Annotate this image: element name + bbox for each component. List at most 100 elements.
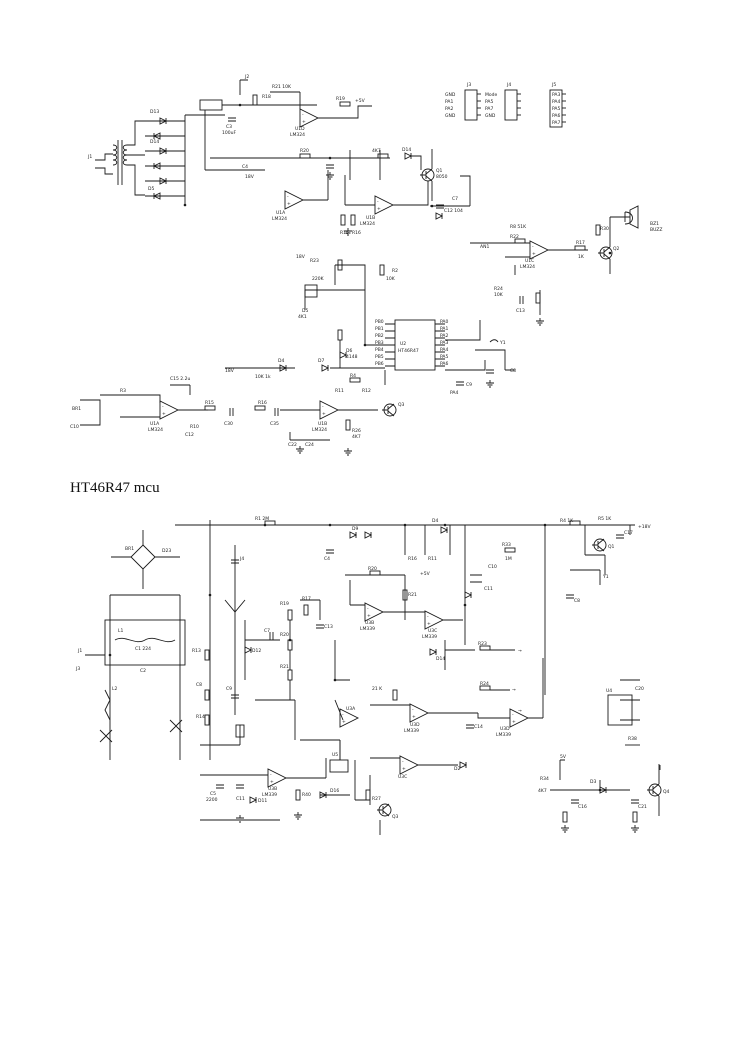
resistor (402, 589, 408, 601)
capacitor (436, 204, 444, 209)
resistor (514, 238, 526, 244)
junction-dot (543, 523, 547, 527)
mcu-pin-label: PA3 (440, 340, 449, 346)
label: R15 (340, 230, 349, 236)
wire (440, 524, 451, 555)
label: C35 (270, 421, 279, 427)
diode (364, 531, 373, 539)
label: 18V (296, 254, 306, 260)
diode (321, 364, 330, 372)
label: R11 (428, 556, 437, 562)
resistor (339, 101, 351, 107)
op-amp-pin: + (532, 251, 536, 257)
resistor (337, 329, 343, 341)
label: Y1 (499, 340, 506, 346)
connector-pin-label: PA4 (552, 99, 561, 105)
label: D14 (436, 656, 445, 662)
connector-j4 (504, 89, 518, 121)
buzzer-symbol (625, 205, 639, 229)
connector-pin-label: PA7 (485, 106, 494, 112)
label: BUZZ (650, 227, 662, 233)
switch-symbol (169, 719, 183, 733)
label: BR1 (72, 406, 81, 412)
op-amp-pin: + (162, 411, 166, 417)
label: R16 (258, 400, 267, 406)
resistor (287, 609, 293, 621)
label: R3 (120, 388, 126, 394)
wire (100, 394, 208, 418)
coil (114, 637, 176, 643)
op-amp (267, 768, 288, 788)
label: LM324 (290, 132, 305, 138)
wire (200, 758, 327, 779)
wire (610, 524, 631, 535)
connector-pin-label: PA5 (485, 99, 494, 105)
capacitor (269, 632, 274, 640)
capacitor (326, 164, 334, 169)
resistor (504, 547, 516, 553)
transistor-leads (647, 783, 660, 797)
mcu-pin-label: PB4 (375, 347, 384, 353)
label: R16 (408, 556, 417, 562)
wire (80, 399, 101, 426)
capacitor (571, 799, 579, 804)
wire (111, 530, 180, 589)
wire (209, 520, 236, 760)
wire (300, 599, 321, 620)
label: J3 (75, 666, 80, 672)
label: BZ1 (650, 221, 659, 227)
label: R40 (302, 792, 311, 798)
label: R23 (310, 258, 319, 264)
capacitor (229, 408, 234, 416)
label: R4 1K (560, 518, 574, 524)
label: 4K1 (298, 314, 307, 320)
capacitor (466, 724, 474, 729)
ic-block (329, 759, 349, 773)
label: U1A (150, 421, 160, 427)
label: C7 (452, 196, 458, 202)
label: C11 (484, 586, 493, 592)
op-amp-pin: + (322, 411, 326, 417)
resistor (204, 714, 210, 726)
label: 1M (505, 556, 512, 562)
label: C9 (226, 686, 232, 692)
wire (255, 699, 296, 740)
label: D9 (352, 526, 358, 532)
label: C13 (516, 308, 525, 314)
label: LM324 (520, 264, 535, 270)
resistor (392, 689, 398, 701)
resistor (254, 405, 266, 411)
label: D4 (432, 518, 438, 524)
wire (514, 265, 541, 315)
resistor (350, 214, 356, 226)
label: R19 (280, 601, 289, 607)
label: R17 (576, 240, 585, 246)
diode (459, 761, 468, 769)
label: C5 (210, 791, 216, 797)
junction-dot (443, 523, 447, 527)
label: J1 (87, 154, 92, 160)
mcu-pin-label: PA6 (440, 361, 449, 367)
junction-dot (238, 103, 242, 107)
op-amp-pin: - (302, 113, 304, 118)
wire (349, 580, 463, 621)
junction-dot (328, 156, 332, 160)
transformer-core (117, 140, 123, 185)
wire (95, 153, 113, 175)
label: R24 (480, 681, 489, 687)
label: LM324 (312, 427, 327, 433)
label: C24 (305, 442, 314, 448)
label: R27 (372, 796, 381, 802)
capacitor (326, 549, 334, 554)
label: R26 (352, 428, 361, 434)
label: +5V (355, 98, 366, 104)
op-amp-pin: - (287, 195, 289, 200)
capacitor (228, 117, 236, 122)
junction-dot (608, 251, 612, 255)
label: C11 (236, 796, 245, 802)
mcu-pin-label: PA5 (440, 354, 449, 360)
transformer-coil (112, 144, 118, 166)
resistor (287, 669, 293, 681)
label: C17 (624, 530, 633, 536)
